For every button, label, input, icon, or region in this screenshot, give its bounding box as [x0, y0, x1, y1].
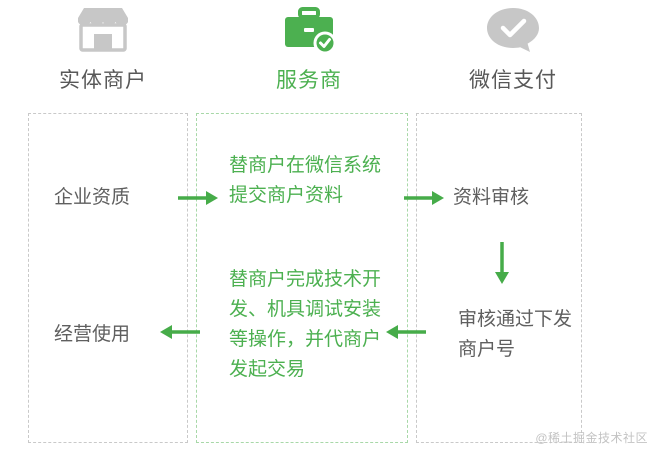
arrow-development-to-operate — [158, 322, 202, 342]
storefront-icon — [8, 0, 198, 58]
briefcase-check-icon — [214, 0, 404, 58]
node-audit: 资料审核 — [453, 187, 530, 208]
lane-box-provider — [196, 113, 408, 443]
arrow-submit-to-audit — [402, 188, 446, 208]
column-label-wechatpay: 微信支付 — [469, 69, 557, 92]
diagram-header: 实体商户 服务商 微信支付 — [0, 0, 662, 105]
column-label-provider: 服务商 — [276, 69, 342, 92]
arrow-approved-to-development — [384, 322, 428, 342]
lane-box-wechatpay — [416, 113, 582, 443]
column-header-merchant: 实体商户 — [8, 0, 198, 94]
arrow-qualification-to-submit — [176, 188, 220, 208]
arrow-audit-to-approved — [492, 240, 512, 286]
node-approved: 审核通过下发商户号 — [458, 309, 573, 360]
column-header-provider: 服务商 — [214, 0, 404, 94]
node-qualification: 企业资质 — [54, 187, 131, 208]
column-label-merchant: 实体商户 — [59, 69, 147, 92]
speech-bubble-check-icon — [418, 0, 608, 58]
node-submit-materials: 替商户在微信系统提交商户资料 — [229, 155, 382, 206]
lane-box-merchant — [28, 113, 188, 443]
column-header-wechatpay: 微信支付 — [418, 0, 608, 94]
watermark: @稀土掘金技术社区 — [535, 431, 648, 445]
node-development: 替商户完成技术开发、机具调试安装等操作，并代商户发起交易 — [229, 269, 382, 380]
node-operate: 经营使用 — [54, 324, 131, 345]
